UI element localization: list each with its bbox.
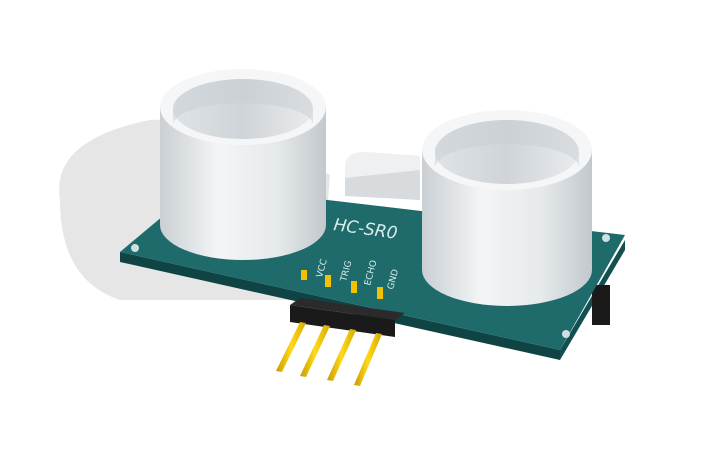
- mounting-hole: [602, 234, 610, 242]
- header-pins: [276, 322, 382, 386]
- transducer-left: [160, 69, 326, 260]
- mounting-hole: [562, 330, 570, 338]
- pin-label-vcc: VCC: [315, 258, 330, 279]
- mounting-hole: [131, 244, 139, 252]
- transducer-right: [422, 110, 592, 306]
- header-body: [290, 305, 395, 337]
- rear-component: [592, 285, 610, 325]
- header-top: [290, 298, 405, 320]
- crystal-top: [345, 152, 420, 178]
- pin-pads: [301, 270, 383, 299]
